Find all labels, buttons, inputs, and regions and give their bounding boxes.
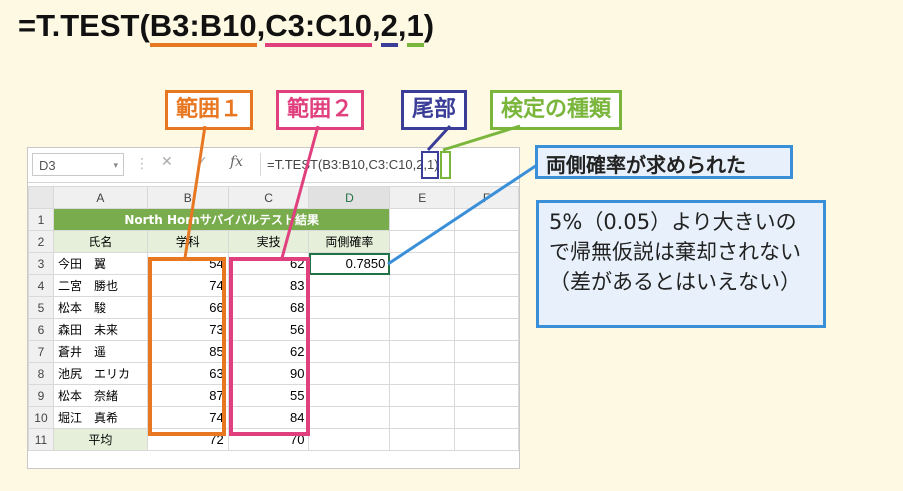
name-cell[interactable]: 森田 未来 xyxy=(52,318,148,341)
formula-arg-type: 1 xyxy=(406,8,424,47)
enter-icon[interactable]: ✓ xyxy=(196,154,208,170)
type-connector xyxy=(442,124,521,152)
tail-connector xyxy=(426,124,452,152)
formula-bar: D3 ▾ ⋮ ✕ ✓ fx =T.TEST(B3:B10,C3:C10,2,1) xyxy=(28,148,519,183)
tail-arg-highlight xyxy=(421,151,439,179)
tag-test-type: 検定の種類 xyxy=(490,90,623,130)
tag-tail: 尾部 xyxy=(401,90,468,130)
formula-arg-range2: C3:C10 xyxy=(265,8,373,47)
table-row: 4 二宮 勝也 74 83 xyxy=(28,274,519,297)
table-row: 6 森田 未来 73 56 xyxy=(28,318,519,341)
row-header[interactable]: 6 xyxy=(28,318,54,341)
theory-cell[interactable]: 85 xyxy=(146,340,229,363)
formula-prefix: =T.TEST( xyxy=(18,8,150,43)
name-cell[interactable]: 松本 奈緒 xyxy=(52,384,148,407)
row-header[interactable]: 2 xyxy=(28,230,54,253)
judgement-callout: 5%（0.05）より大きいので帰無仮説は棄却されない（差があるとはいえない） xyxy=(536,200,826,328)
range2-highlight-box xyxy=(229,257,310,436)
row-header[interactable]: 11 xyxy=(28,428,54,451)
spreadsheet-window: D3 ▾ ⋮ ✕ ✓ fx =T.TEST(B3:B10,C3:C10,2,1)… xyxy=(27,147,520,469)
header-cell-name[interactable]: 氏名 xyxy=(52,230,148,253)
tag-range2: 範囲２ xyxy=(276,90,365,130)
cell[interactable] xyxy=(308,428,391,451)
formula-comma: , xyxy=(372,8,381,43)
cancel-icon[interactable]: ✕ xyxy=(161,154,173,170)
table-row: 1 North Hornサバイバルテスト結果 xyxy=(28,208,519,231)
table-row: 5 松本 駿 66 68 xyxy=(28,296,519,319)
range1-highlight-box xyxy=(148,257,226,436)
sheet-grid: A B C D E F 1 North Hornサバイバルテスト結果 2 氏名 … xyxy=(28,186,519,451)
name-box[interactable]: D3 ▾ xyxy=(32,153,124,176)
name-cell[interactable]: 蒼井 遥 xyxy=(52,340,148,363)
column-header-a[interactable]: A xyxy=(52,186,148,209)
chevron-down-icon[interactable]: ▾ xyxy=(113,160,118,170)
row-header[interactable]: 1 xyxy=(28,208,54,231)
type-arg-highlight xyxy=(440,151,451,179)
separator-icon: ⋮ xyxy=(135,156,149,172)
tag-range1: 範囲１ xyxy=(165,90,254,130)
average-label-cell[interactable]: 平均 xyxy=(52,428,148,451)
formula-comma: , xyxy=(256,8,266,43)
formula-suffix: ) xyxy=(423,8,435,43)
name-box-value: D3 xyxy=(39,158,56,173)
name-cell[interactable]: 今田 翼 xyxy=(52,252,148,275)
cell[interactable] xyxy=(454,428,519,451)
formula-comma: , xyxy=(397,8,407,43)
table-title-cell[interactable]: North Hornサバイバルテスト結果 xyxy=(52,208,391,231)
formula-heading: =T.TEST(B3:B10,C3:C10,2,1) xyxy=(18,8,435,47)
column-header-c[interactable]: C xyxy=(227,186,310,209)
insert-function-icon[interactable]: fx xyxy=(230,154,244,170)
table-row: 2 氏名 学科 実技 両側確率 xyxy=(28,230,519,253)
result-connector xyxy=(387,163,538,266)
range2-connector xyxy=(280,125,320,259)
result-callout: 両側確率が求められた xyxy=(535,145,793,179)
formula-arg-tail: 2 xyxy=(380,8,398,47)
formula-arg-range1: B3:B10 xyxy=(149,8,257,47)
range1-connector xyxy=(183,125,207,259)
header-cell-two-tailed[interactable]: 両側確率 xyxy=(308,230,391,253)
table-row: 8 池尻 エリカ 63 90 xyxy=(28,362,519,385)
row-header[interactable]: 8 xyxy=(28,362,54,385)
table-row: 10 堀江 真希 74 84 xyxy=(28,406,519,429)
row-header[interactable]: 5 xyxy=(28,296,54,319)
column-header-e[interactable]: E xyxy=(389,186,456,209)
column-header-d[interactable]: D xyxy=(308,186,391,209)
practical-cell[interactable]: 90 xyxy=(227,362,310,385)
